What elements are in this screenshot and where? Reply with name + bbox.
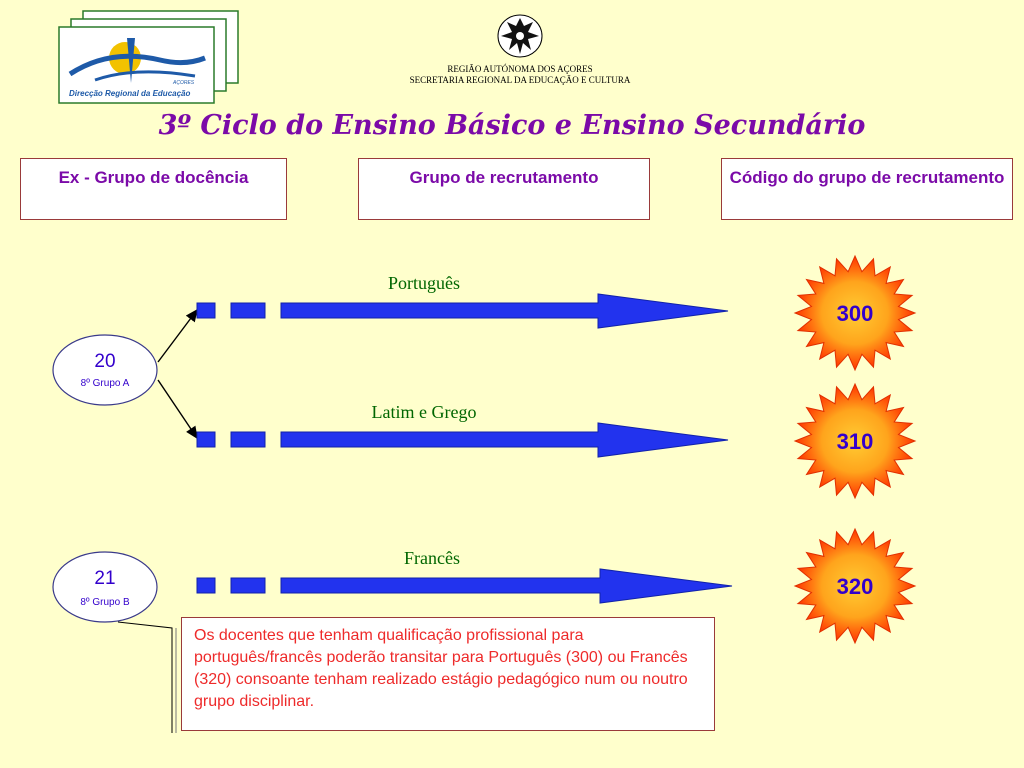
recruitment-code: 320 <box>837 574 874 599</box>
group-label: 8º Grupo B <box>80 597 130 608</box>
recruitment-code: 310 <box>837 429 874 454</box>
starburst-shape <box>793 382 917 500</box>
page-title: 3º Ciclo do Ensino Básico e Ensino Secun… <box>158 110 866 141</box>
arrow-portugues <box>196 293 729 329</box>
arrow-frances <box>196 568 733 604</box>
arrow-label-latim-grego: Latim e Grego <box>372 402 477 422</box>
code-burst-320: 320 <box>793 527 917 645</box>
note-connector <box>117 621 173 733</box>
logo-text: Direcção Regional da Educação <box>69 89 190 98</box>
group-number: 21 <box>94 568 115 589</box>
group-circle-21: 21 8º Grupo B <box>52 551 158 623</box>
direccao-regional-logo: AÇORES Direcção Regional da Educação <box>58 10 239 104</box>
connector-to-portugues <box>157 308 198 363</box>
arrow-label-portugues: Português <box>388 273 460 293</box>
note-box: Os docentes que tenham qualificação prof… <box>181 617 715 731</box>
arrow-latim-grego <box>196 422 729 458</box>
coat-of-arms-icon <box>497 14 543 58</box>
group-label: 8º Grupo A <box>81 378 130 389</box>
column-header-ex-grupo: Ex - Grupo de docência <box>20 158 287 220</box>
connector-to-latim <box>157 379 198 440</box>
column-header-codigo: Código do grupo de recrutamento <box>721 158 1013 220</box>
group-circle-20: 20 8º Grupo A <box>52 334 158 406</box>
secretariat-name: SECRETARIA REGIONAL DA EDUCAÇÃO E CULTUR… <box>409 75 631 85</box>
column-header-grupo-recrutamento: Grupo de recrutamento <box>358 158 650 220</box>
group-number: 20 <box>94 351 115 372</box>
region-name: REGIÃO AUTÓNOMA DOS AÇORES <box>447 64 593 74</box>
code-burst-310: 310 <box>793 382 917 500</box>
starburst-shape <box>793 527 917 645</box>
arrow-label-frances: Francês <box>404 548 460 568</box>
starburst-shape <box>793 254 917 372</box>
code-burst-300: 300 <box>793 254 917 372</box>
recruitment-code: 300 <box>837 301 874 326</box>
logo-small-text: AÇORES <box>172 80 195 86</box>
